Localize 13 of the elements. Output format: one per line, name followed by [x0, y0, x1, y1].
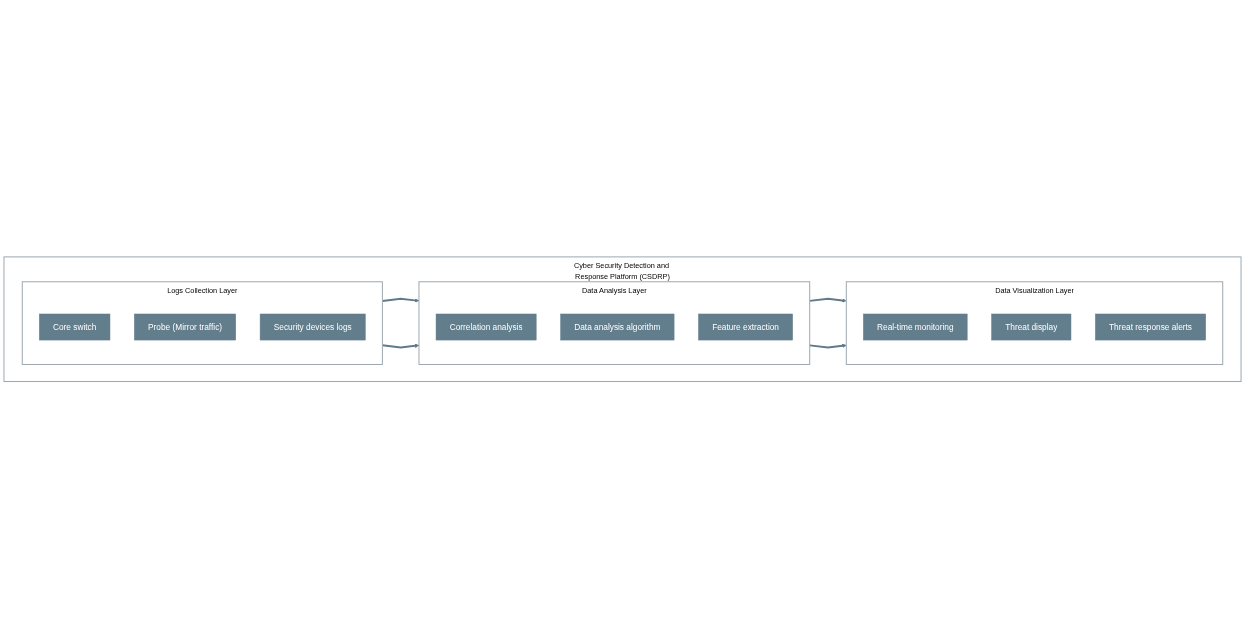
node-box: Probe (Mirror traffic): [134, 314, 236, 341]
node-box: Security devices logs: [259, 314, 366, 341]
arrow: [381, 343, 420, 349]
node-box: Threat display: [991, 314, 1072, 341]
node-box: Data analysis algorithm: [560, 314, 675, 341]
node-box: Feature extraction: [698, 314, 793, 341]
node-box: Correlation analysis: [435, 314, 537, 341]
arrow: [808, 343, 847, 349]
node-box: Threat response alerts: [1095, 314, 1206, 341]
node-box: Real-time monitoring: [863, 314, 968, 341]
arrow: [808, 298, 847, 303]
arrow: [381, 298, 420, 303]
node-box: Core switch: [39, 314, 111, 341]
